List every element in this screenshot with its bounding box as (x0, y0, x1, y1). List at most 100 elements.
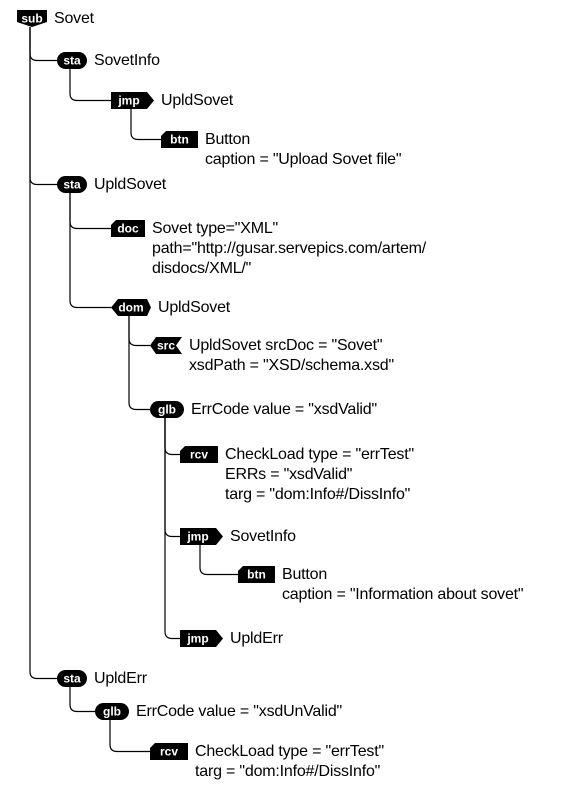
connector-line (164, 418, 180, 456)
doc-badge-icon: doc (111, 220, 145, 237)
sub-badge-icon: sub (17, 10, 47, 27)
sta-node-text: SovetInfo (94, 51, 160, 71)
connector-line (29, 27, 57, 186)
node-line: UpldSovet (94, 176, 167, 193)
connector-line (130, 109, 161, 141)
btn-node: btn Button caption = "Information about so… (238, 565, 524, 605)
node-line: CheckLoad type = "errTest" (195, 743, 384, 760)
connector-line (29, 27, 57, 62)
sta-node: sta UpldErr (57, 670, 147, 689)
sta-node-text: UpldSovet (94, 175, 166, 195)
jmp-node-text: UpldErr (230, 629, 283, 649)
node-line: SovetInfo (94, 52, 160, 69)
btn-badge-icon: btn (238, 566, 275, 583)
node-line: UpldSovet (161, 92, 234, 109)
node-line: targ = "dom:Info#/DissInfo" (225, 486, 411, 503)
node-line: caption = "Upload Sovet file" (205, 151, 402, 168)
src-node: src UpldSovet srcDoc = "Sovet" xsdPath = "… (150, 337, 394, 376)
node-line: ERRs = "xsdValid" (225, 466, 353, 483)
badge-label: doc (117, 222, 139, 236)
badge-label: btn (247, 568, 266, 582)
connector-line (128, 316, 150, 347)
sta-node-text: UpldErr (94, 669, 147, 689)
sta-badge-icon: sta (57, 670, 87, 687)
badge-label: jmp (117, 94, 139, 108)
node-line: Button (205, 131, 251, 148)
doc-node: doc Sovet type="XML"path="http://gusar.se… (111, 220, 426, 279)
badge-label: jmp (186, 632, 208, 646)
glb-node: glb ErrCode value = "xsdUnValid" (95, 703, 342, 722)
glb-node: glb ErrCode value = "xsdValid" (150, 401, 377, 420)
node-line: UpldSovet (158, 299, 231, 316)
connector-line (109, 720, 150, 753)
glb-node-text: ErrCode value = "xsdUnValid" (136, 702, 342, 722)
badge-label: dom (118, 301, 143, 315)
badge-label: sta (63, 178, 81, 192)
jmp-badge-icon: jmp (180, 630, 223, 647)
connector-line (164, 418, 180, 640)
node-line: UpldErr (230, 630, 283, 647)
node-line: caption = "Information about sovet" (282, 586, 524, 603)
badge-label: btn (170, 133, 189, 147)
jmp-node: jmp UpldSovet (111, 92, 233, 111)
sta-node: sta SovetInfo (57, 52, 160, 71)
node-line: ErrCode value = "xsdUnValid" (136, 703, 343, 720)
glb-badge-icon: glb (95, 703, 129, 720)
dom-node: dom UpldSovet (111, 299, 230, 318)
doc-node-text: Sovet type="XML"path="http://gusar.serve… (152, 219, 426, 279)
badge-label: src (157, 339, 175, 353)
jmp-badge-icon: jmp (180, 528, 223, 545)
jmp-badge-icon: jmp (111, 92, 154, 109)
badge-label: rcv (190, 448, 208, 462)
jmp-node-text: SovetInfo (230, 527, 296, 547)
node-line: Sovet (54, 10, 94, 27)
node-line: CheckLoad type = "errTest" (225, 446, 414, 463)
connector-line (164, 418, 180, 538)
node-line: UpldErr (94, 670, 147, 687)
sub-node-text: Sovet (54, 9, 94, 29)
connector-line (128, 316, 150, 411)
rcv-badge-icon: rcv (180, 446, 218, 463)
jmp-node: jmp UpldErr (180, 630, 283, 649)
rcv-node: rcv CheckLoad type = "errTest" targ = "dom… (150, 743, 384, 782)
glb-badge-icon: glb (150, 401, 184, 418)
node-line: SovetInfo (230, 528, 296, 545)
badge-label: glb (103, 705, 121, 719)
btn-node-text: Button caption = "Information about sovet… (282, 565, 524, 605)
node-line: UpldSovet srcDoc = "Sovet" (189, 337, 383, 354)
connector-line (199, 545, 238, 576)
connector-line (69, 69, 111, 102)
src-badge-icon: src (150, 337, 182, 354)
rcv-badge-icon: rcv (150, 743, 188, 760)
node-line: ErrCode value = "xsdValid" (191, 401, 377, 418)
connector-line (69, 193, 111, 230)
btn-badge-icon: btn (161, 131, 198, 148)
sta-node: sta UpldSovet (57, 176, 166, 195)
connector-line (29, 27, 57, 680)
sta-badge-icon: sta (57, 52, 87, 69)
node-line: targ = "dom:Info#/DissInfo" (195, 763, 381, 780)
badge-label: sta (63, 54, 81, 68)
badge-label: rcv (160, 745, 178, 759)
node-line: Button (282, 566, 328, 583)
sta-badge-icon: sta (57, 176, 87, 193)
dom-node-text: UpldSovet (158, 298, 230, 318)
jmp-node-text: UpldSovet (161, 91, 233, 111)
rcv-node-text: CheckLoad type = "errTest" targ = "dom:In… (195, 742, 384, 782)
node-line: xsdPath = "XSD/schema.xsd" (189, 357, 394, 374)
node-line: path="http://gusar.servepics.com/artem/ (152, 240, 427, 257)
btn-node-text: Button caption = "Upload Sovet file" (205, 130, 402, 170)
src-node-text: UpldSovet srcDoc = "Sovet" xsdPath = "XSD… (189, 336, 394, 376)
btn-node: btn Button caption = "Upload Sovet file" (161, 130, 402, 170)
badge-label: jmp (186, 530, 208, 544)
badge-label: sub (21, 12, 42, 26)
dom-badge-icon: dom (111, 299, 151, 316)
glb-node-text: ErrCode value = "xsdValid" (191, 400, 377, 420)
connector-line (69, 687, 95, 713)
connector-line (69, 193, 111, 309)
jmp-node: jmp SovetInfo (180, 528, 296, 547)
badge-label: glb (158, 403, 176, 417)
badge-label: sta (63, 672, 81, 686)
